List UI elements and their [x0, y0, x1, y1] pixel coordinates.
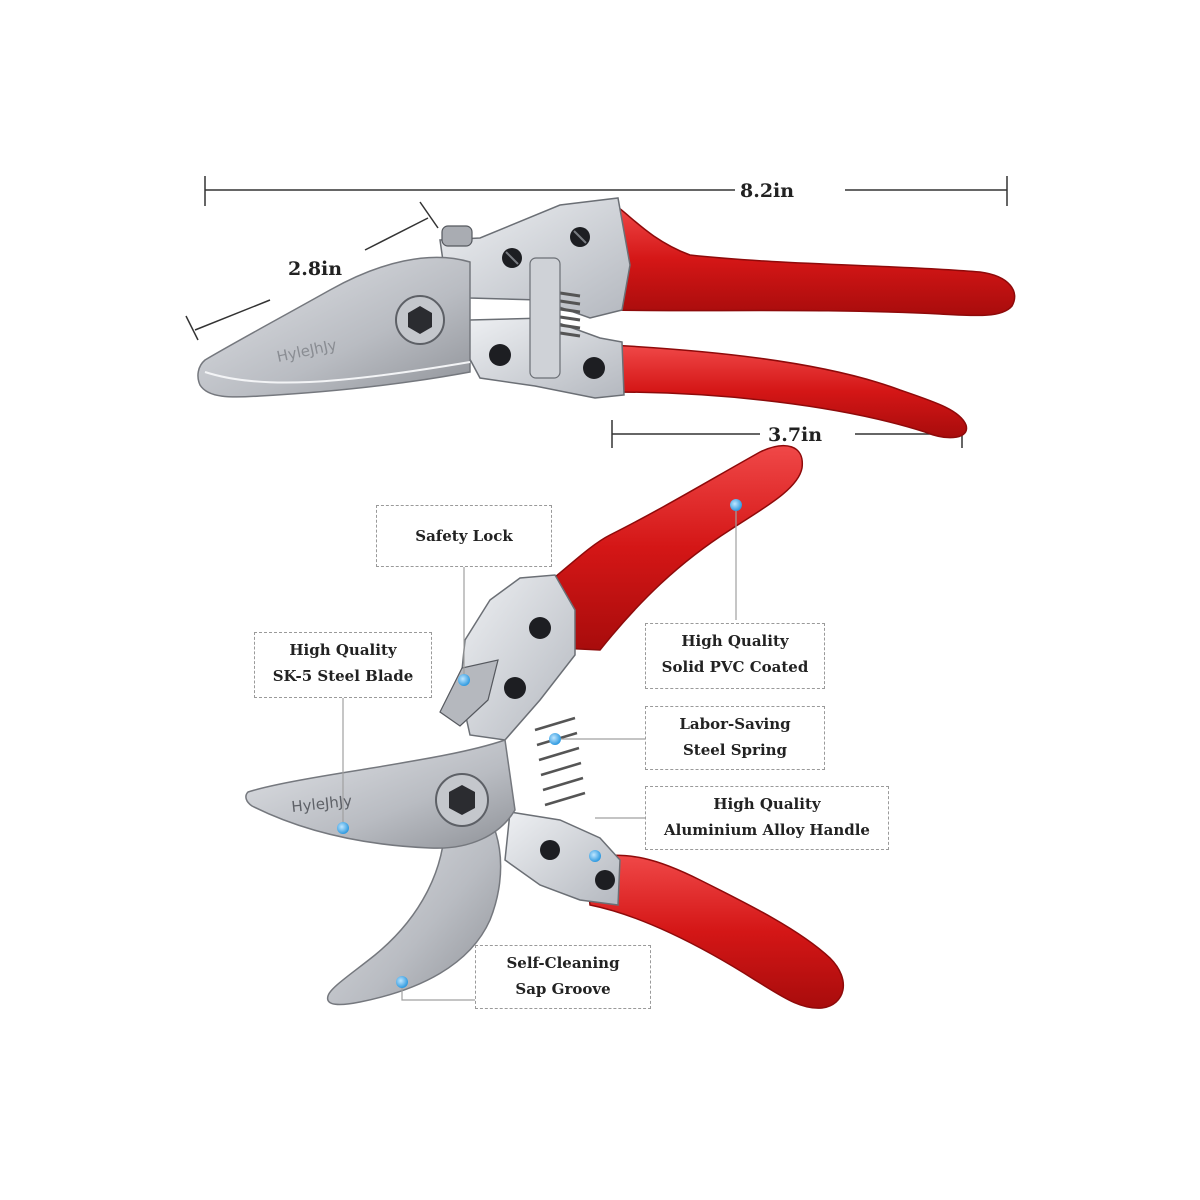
callout-steel-spring-line1: Labor-Saving [679, 715, 791, 733]
callout-steel-spring: Labor-Saving Steel Spring [645, 706, 825, 770]
callout-alloy-handle: High Quality Aluminium Alloy Handle [645, 786, 889, 850]
callout-alloy-handle-line1: High Quality [713, 795, 821, 813]
callout-steel-blade-line2: SK-5 Steel Blade [272, 667, 414, 685]
blade-length-label: 2.8in [288, 258, 342, 280]
overall-length-label: 8.2in [740, 180, 794, 202]
callout-safety-lock-line1: Safety Lock [415, 527, 513, 545]
open-pruner [245, 444, 845, 1009]
callout-steel-blade: High Quality SK-5 Steel Blade [254, 632, 432, 698]
callout-pvc-coated-line2: Solid PVC Coated [661, 658, 809, 676]
callout-sap-groove-line2: Sap Groove [515, 980, 611, 998]
callout-pvc-coated-line1: High Quality [681, 632, 789, 650]
callout-leaders [342, 505, 737, 1001]
callout-sap-groove: Self-Cleaning Sap Groove [475, 945, 651, 1009]
callout-pvc-coated: High Quality Solid PVC Coated [645, 623, 825, 689]
callout-sap-groove-line1: Self-Cleaning [506, 954, 620, 972]
closed-pruner [197, 197, 1016, 439]
callout-steel-blade-line1: High Quality [289, 641, 397, 659]
handle-length-label: 3.7in [768, 424, 822, 446]
callout-alloy-handle-line2: Aluminium Alloy Handle [664, 821, 870, 839]
callout-steel-spring-line2: Steel Spring [682, 741, 788, 759]
feature-markers [337, 499, 742, 988]
callout-safety-lock: Safety Lock [376, 505, 552, 567]
